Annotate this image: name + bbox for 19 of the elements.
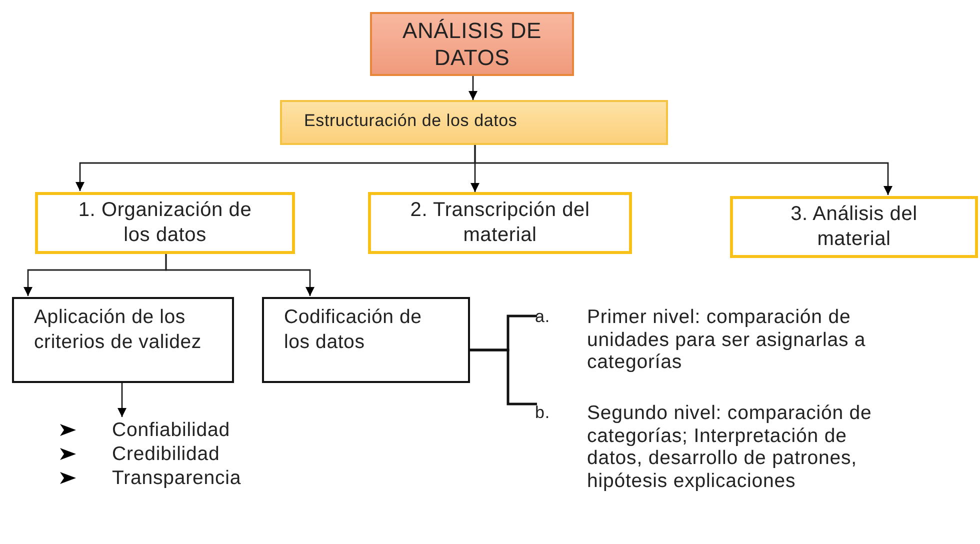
arrow xyxy=(165,254,314,296)
arrow xyxy=(468,76,478,100)
bracket-connector xyxy=(470,348,537,406)
list-item: Credibilidad xyxy=(112,442,220,466)
arrow xyxy=(118,382,126,417)
list-marker: b. xyxy=(535,402,551,424)
arrow xyxy=(474,145,892,195)
process-box: Codificación de los datos xyxy=(262,297,470,383)
title-box: ANÁLISIS DE DATOS xyxy=(370,12,574,76)
list-item: Confiabilidad xyxy=(112,418,230,442)
step-box: 2. Transcripción del material xyxy=(368,192,632,254)
process-box: Aplicación de los criterios de validez xyxy=(12,297,234,383)
step-box: 3. Análisis del material xyxy=(730,196,978,258)
list-item: Transparencia xyxy=(112,466,242,490)
item-text: Segundo nivel: comparación de categorías; Interpretación de datos, desarrollo de patrones, hipótesis explicaciones xyxy=(587,402,873,492)
list-marker: a. xyxy=(535,306,551,328)
process-box: Estructuración de los datos xyxy=(280,100,668,145)
step-box: 1. Organización de los datos xyxy=(35,192,295,254)
item-text: Primer nivel: comparación de unidades para ser asignarlas a categorías xyxy=(587,306,867,374)
